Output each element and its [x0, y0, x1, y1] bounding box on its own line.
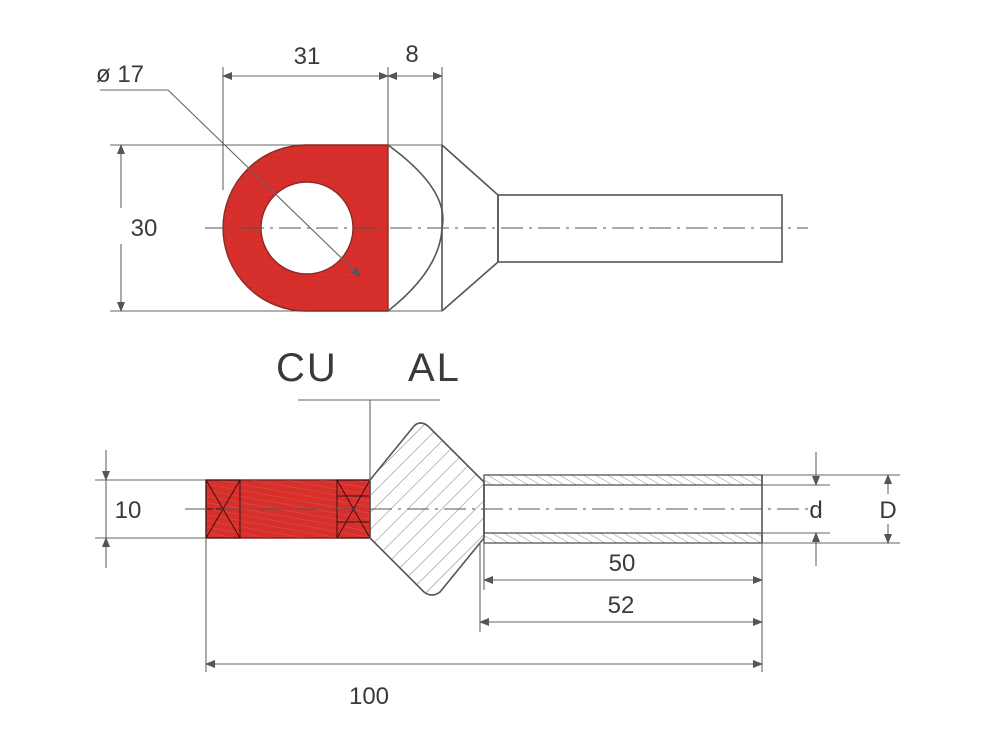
dim-outer-diameter: D — [879, 497, 896, 524]
side-view: 10 d D 50 52 100 — [95, 422, 902, 710]
dim-palm-width: 30 — [131, 215, 158, 242]
dim-barrel-length: 52 — [608, 592, 635, 619]
dim-inner-diameter: d — [809, 497, 822, 524]
material-al-label: AL — [408, 346, 461, 390]
dim-30-mask — [120, 208, 165, 244]
material-labels: CU AL — [276, 346, 461, 480]
dim-hole-diameter: ø 17 — [96, 61, 144, 88]
diameter-leader-line — [167, 89, 361, 277]
material-cu-label: CU — [276, 346, 338, 390]
dim-palm-thickness: 10 — [115, 497, 142, 524]
dim-palm-length: 31 — [294, 43, 321, 70]
top-view: 31 8 30 ø 17 — [96, 41, 808, 312]
dim-bore-depth: 50 — [609, 550, 636, 577]
dim-transition-length: 8 — [405, 41, 418, 68]
barrel-side-view — [483, 474, 763, 544]
dim-D-mask — [874, 494, 902, 524]
dim-overall-length: 100 — [349, 683, 389, 710]
